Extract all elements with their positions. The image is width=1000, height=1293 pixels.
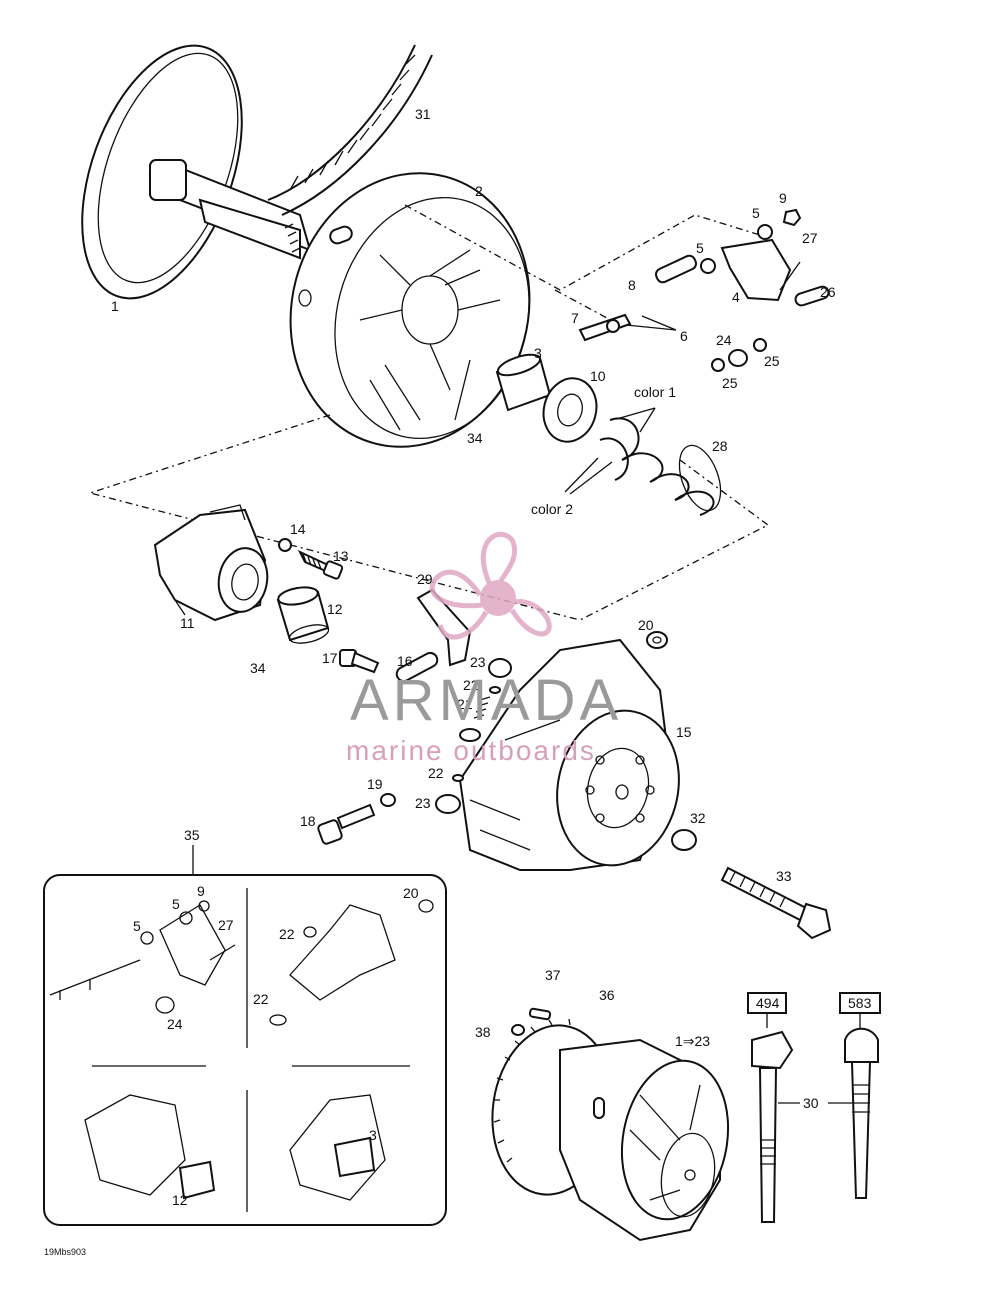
callout-23a: 23: [470, 654, 486, 670]
callout-9: 9: [779, 190, 787, 206]
watermark-tagline: marine outboards: [346, 735, 596, 766]
callout-6: 6: [680, 328, 688, 344]
callout-31: 31: [415, 106, 431, 122]
callout-8: 8: [628, 277, 636, 293]
callout-19: 19: [367, 776, 383, 792]
inset-callout-27: 27: [218, 917, 234, 933]
callout-32: 32: [690, 810, 706, 826]
bolt-33: [671, 829, 832, 940]
note-color-1: color 1: [634, 384, 676, 400]
callout-labels: 1 2 3 4 5 5 6 7 8 9 10 11 12 13 14 15 16…: [44, 106, 872, 1257]
screw-17: [339, 649, 380, 674]
callout-36: 36: [599, 987, 615, 1003]
roller-parts: [435, 658, 512, 814]
callout-5b: 5: [696, 240, 704, 256]
callout-13: 13: [333, 548, 349, 564]
callout-22a: 22: [463, 677, 479, 693]
inset-callout-24: 24: [167, 1016, 183, 1032]
drive-pulley-assembly: [491, 1007, 730, 1242]
callout-15: 15: [676, 724, 692, 740]
callout-35: 35: [184, 827, 200, 843]
inset-callout-3: 3: [369, 1127, 377, 1143]
callout-1: 1: [111, 298, 119, 314]
callout-21: 21: [457, 696, 473, 712]
callout-38: 38: [475, 1024, 491, 1040]
callout-1-to-23: 1⇒23: [675, 1033, 710, 1049]
callout-18: 18: [300, 813, 316, 829]
inset-panel: [43, 845, 447, 1226]
callout-25b: 25: [764, 353, 780, 369]
callout-4: 4: [732, 289, 740, 305]
callout-33: 33: [776, 868, 792, 884]
tool-box-494: 494: [756, 995, 780, 1011]
bushing-12: [276, 586, 330, 644]
inset-callout-20: 20: [403, 885, 419, 901]
callout-23b: 23: [415, 795, 431, 811]
callout-17: 17: [322, 650, 338, 666]
callout-20: 20: [638, 617, 654, 633]
callout-16: 16: [397, 653, 413, 669]
bolt-18: [317, 793, 396, 845]
armada-watermark: [429, 531, 552, 640]
callout-29: 29: [417, 571, 433, 587]
inset-callout-12: 12: [172, 1192, 188, 1208]
callout-14: 14: [290, 521, 306, 537]
callout-10: 10: [590, 368, 606, 384]
governor-cup: [458, 631, 680, 871]
belt: [267, 44, 433, 216]
callout-30: 30: [803, 1095, 819, 1111]
note-color-2: color 2: [531, 501, 573, 517]
callout-28: 28: [712, 438, 728, 454]
fixed-sheave: [81, 44, 312, 300]
cam-housing: [153, 504, 269, 622]
lever-assembly: [578, 208, 830, 372]
tool-box-583: 583: [848, 995, 872, 1011]
inset-callout-5b: 5: [133, 918, 141, 934]
callout-34b: 34: [250, 660, 266, 676]
inset-callout-9: 9: [197, 883, 205, 899]
inset-callout-5a: 5: [172, 896, 180, 912]
callout-37: 37: [545, 967, 561, 983]
inset-callout-22a: 22: [279, 926, 295, 942]
callout-11: 11: [180, 615, 195, 631]
callout-34a: 34: [467, 430, 483, 446]
callout-2: 2: [475, 183, 483, 199]
callout-27: 27: [802, 230, 818, 246]
tool-bolts: [747, 992, 881, 1223]
figure-code: 19Mbs903: [44, 1247, 86, 1257]
screw-13: [278, 538, 344, 580]
bushing-and-spring: [495, 353, 722, 516]
movable-sheave: [289, 172, 531, 448]
callout-25a: 25: [722, 375, 738, 391]
callout-24: 24: [716, 332, 732, 348]
callout-22b: 22: [428, 765, 444, 781]
callout-12: 12: [327, 601, 343, 617]
inset-callout-22b: 22: [253, 991, 269, 1007]
callout-5a: 5: [752, 205, 760, 221]
callout-3: 3: [534, 345, 542, 361]
callout-26: 26: [820, 284, 836, 300]
watermark-brand: ARMADA: [350, 668, 622, 733]
pin-16: [395, 651, 439, 683]
callout-7: 7: [571, 310, 579, 326]
